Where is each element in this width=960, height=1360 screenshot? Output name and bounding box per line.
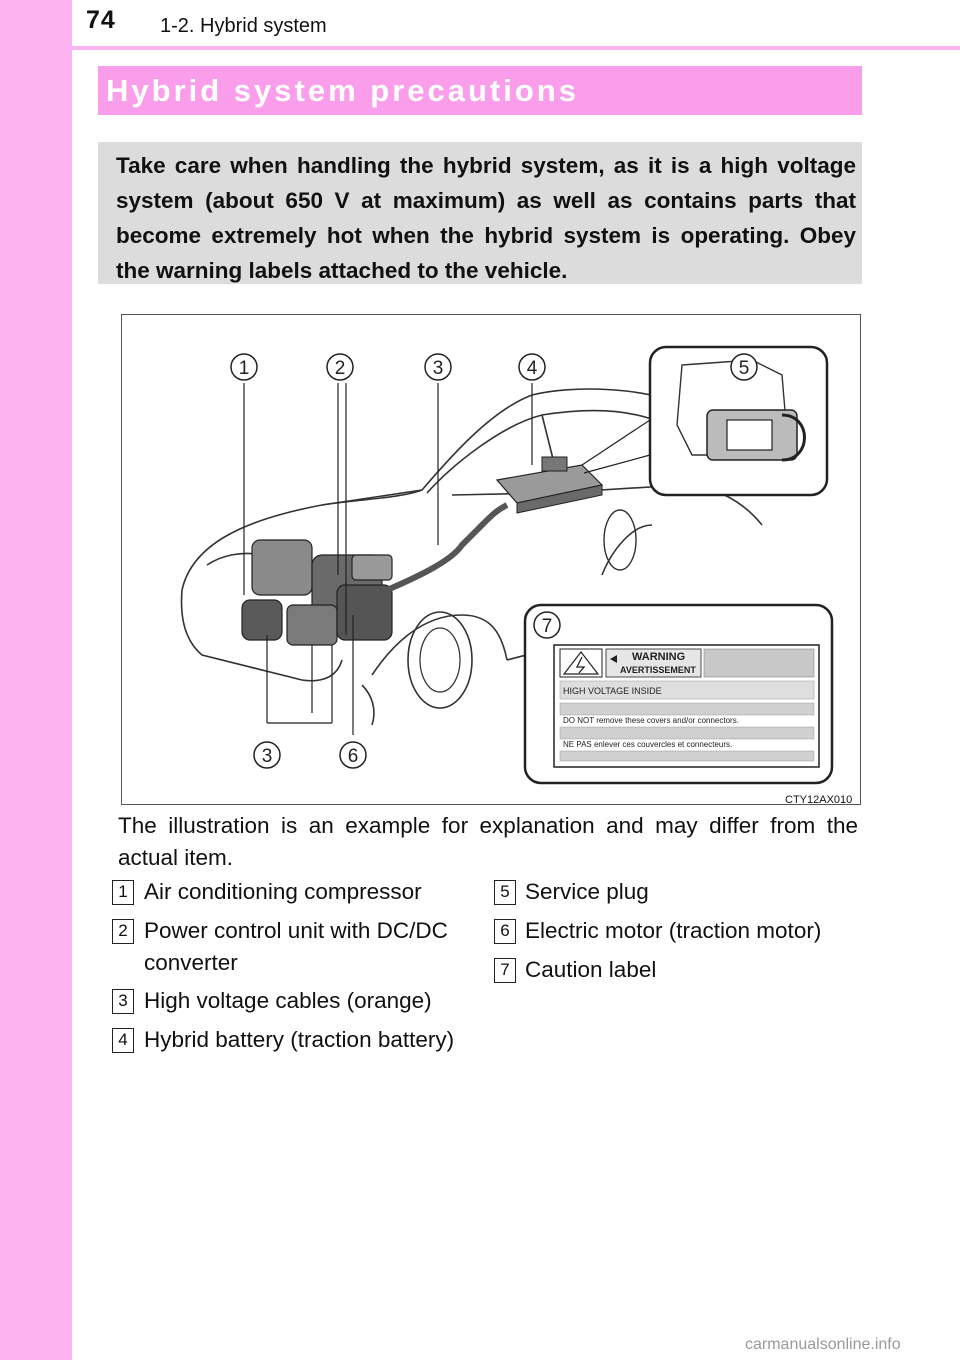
warning-triangle-icon [562, 651, 600, 675]
warning-line-1: HIGH VOLTAGE INSIDE [563, 686, 662, 696]
hybrid-system-illustration: 1 2 3 4 3 6 5 7 [121, 314, 861, 805]
legend-number-6: 6 [494, 919, 516, 944]
high-voltage-cable [385, 502, 509, 593]
callout-leaders [243, 383, 651, 735]
intro-box [98, 142, 862, 284]
engine-components [241, 539, 393, 646]
callout-6: 6 [348, 746, 359, 767]
legend-item-4: Hybrid battery (traction battery) [144, 1027, 455, 1052]
callout-1: 1 [239, 358, 250, 379]
callout-3b: 3 [262, 746, 273, 767]
legend-item-7: Caution label [525, 957, 657, 982]
car-diagram: 1 2 3 4 3 6 5 7 [180, 345, 834, 785]
callout-4: 4 [527, 358, 538, 379]
intro-paragraph: Take care when handling the hybrid syste… [116, 153, 856, 283]
watermark: carmanualsonline.info [745, 1336, 901, 1353]
legend-item-5: Service plug [525, 879, 649, 904]
caution-label-inset: 7 WARNING AVERTISSEMENT HIGH VOLTAGE INS… [523, 603, 834, 785]
warning-title: WARNING [632, 651, 685, 663]
front-wheel [407, 611, 473, 709]
running-header: 1-2. Hybrid system [160, 15, 327, 37]
callout-3: 3 [433, 358, 444, 379]
section-title-bar [98, 66, 862, 115]
callout-2: 2 [335, 358, 346, 379]
legend-item-1: Air conditioning compressor [144, 879, 422, 904]
service-plug-inset: 5 [648, 345, 829, 497]
legend-number-7: 7 [494, 958, 516, 983]
chapter-sidebar-tab [0, 0, 72, 1360]
legend-number-1: 1 [112, 880, 134, 905]
callouts: 1 2 3 4 3 6 [230, 353, 546, 769]
warning-line-3: NE PAS enlever ces couvercles et connect… [563, 740, 732, 749]
callout-5: 5 [739, 358, 750, 379]
legend-item-6: Electric motor (traction motor) [525, 918, 822, 943]
hybrid-battery [495, 456, 604, 514]
legend-item-2: Power control unit with DC/DC converter [144, 918, 448, 975]
legend-item-3: High voltage cables (orange) [144, 988, 432, 1013]
callout-7: 7 [542, 616, 553, 637]
section-title: Hybrid system precautions [106, 73, 579, 108]
legend-number-2: 2 [112, 919, 134, 944]
figure-code: CTY12AX010 [785, 794, 853, 806]
page-number: 74 [86, 6, 116, 34]
rear-wheel [603, 509, 637, 571]
legend-number-5: 5 [494, 880, 516, 905]
warning-line-2: DO NOT remove these covers and/or connec… [563, 716, 739, 725]
warning-subtitle: AVERTISSEMENT [620, 665, 696, 675]
figure-caption: The illustration is an example for expla… [118, 813, 858, 870]
legend-number-3: 3 [112, 989, 134, 1014]
legend-number-4: 4 [112, 1028, 134, 1053]
header-rule [72, 46, 960, 50]
